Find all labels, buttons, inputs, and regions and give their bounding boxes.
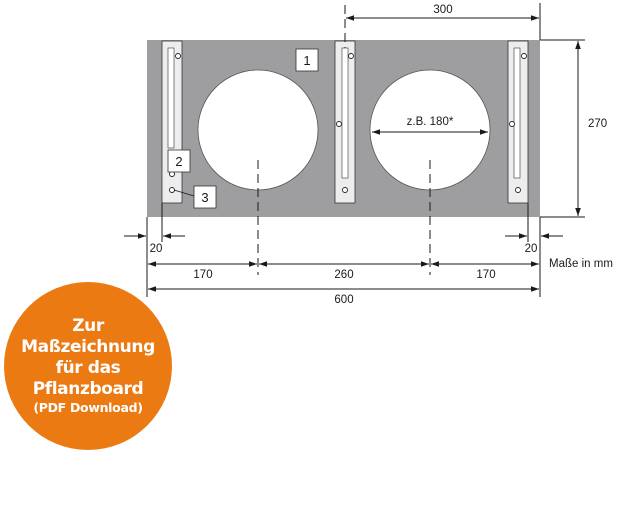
unit-note: Maße in mm [549, 258, 613, 270]
centre-lines [257, 5, 431, 275]
rail-left [161, 40, 183, 204]
dim-hole-diameter: z.B. 180* [407, 116, 454, 128]
dim-edge-left: 20 [150, 243, 163, 255]
callout-screw-label: 3 [201, 190, 208, 205]
callout-rail-label: 2 [175, 154, 182, 169]
dim-seg-middle: 260 [334, 269, 353, 281]
extension-lines [146, 3, 585, 297]
badge-line-2: Maßzeichnung [21, 337, 155, 357]
callout-rail: 2 [167, 149, 191, 173]
callout-screw: 3 [173, 185, 217, 209]
callout-panel-label: 1 [303, 53, 310, 68]
badge-line-5: (PDF Download) [33, 400, 143, 415]
callout-panel: 1 [295, 48, 319, 72]
badge-line-4: Pflanzboard [32, 379, 144, 399]
dim-seg-left: 170 [193, 269, 212, 281]
dim-edge-right: 20 [525, 243, 538, 255]
dimension-lines [124, 15, 581, 292]
plant-hole-left [197, 69, 319, 191]
plant-hole-right [369, 69, 491, 191]
dim-seg-right: 170 [476, 269, 495, 281]
pdf-download-badge[interactable]: Zur Maßzeichnung für das Pflanzboard (PD… [4, 282, 172, 450]
rail-middle [334, 40, 356, 204]
dim-height: 270 [588, 118, 607, 130]
badge-line-1: Zur [72, 316, 104, 336]
badge-line-3: für das [55, 358, 121, 378]
dim-top-spacing: 300 [433, 4, 452, 16]
rail-right [507, 40, 529, 204]
dim-total-width: 600 [334, 294, 353, 306]
